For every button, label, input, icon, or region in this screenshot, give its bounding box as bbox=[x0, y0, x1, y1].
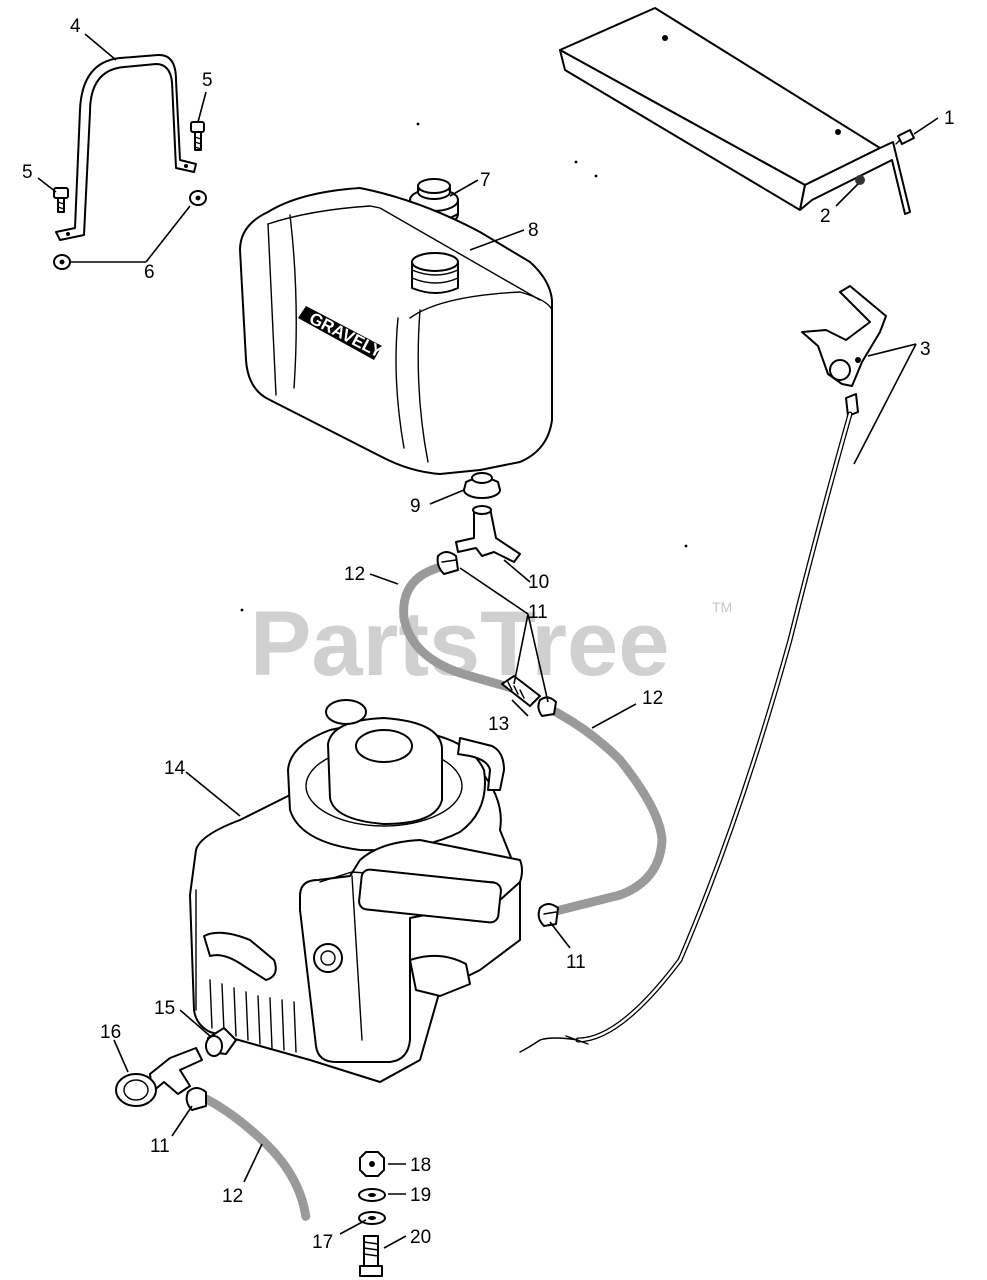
cover-nut[interactable] bbox=[855, 175, 865, 185]
callout-20: 20 bbox=[410, 1227, 431, 1248]
tank-grommet[interactable] bbox=[463, 472, 501, 499]
callout-16: 16 bbox=[100, 1022, 121, 1043]
hose-clamp-valve[interactable] bbox=[185, 1087, 207, 1111]
engine[interactable] bbox=[189, 699, 523, 1083]
callout-12-upper: 12 bbox=[344, 564, 365, 585]
callout-3: 3 bbox=[920, 339, 931, 360]
hex-bolt[interactable] bbox=[359, 1235, 383, 1277]
callout-5-lower: 5 bbox=[22, 162, 33, 183]
fuel-hose-upper[interactable] bbox=[399, 561, 517, 693]
callout-11-valve: 11 bbox=[150, 1136, 170, 1157]
flat-washer[interactable] bbox=[358, 1188, 386, 1202]
callout-12-middle: 12 bbox=[642, 688, 663, 709]
callout-13: 13 bbox=[488, 714, 509, 735]
callout-2: 2 bbox=[820, 206, 831, 227]
cover-screw[interactable] bbox=[895, 129, 915, 145]
bolt-lower[interactable] bbox=[53, 187, 69, 213]
callout-7: 7 bbox=[480, 170, 491, 191]
hex-nut[interactable] bbox=[359, 1151, 385, 1177]
callout-18: 18 bbox=[410, 1155, 431, 1176]
callout-9: 9 bbox=[410, 496, 421, 517]
watermark-text: PartsTree bbox=[250, 593, 669, 695]
hose-clamp-engine[interactable] bbox=[537, 903, 559, 927]
nut-upper[interactable] bbox=[189, 190, 207, 206]
callout-11-upper: 11 bbox=[528, 602, 548, 623]
fuel-tank[interactable]: GRAVELY bbox=[239, 187, 553, 475]
tank-cover-panel[interactable] bbox=[559, 7, 911, 215]
fuel-shutoff-valve[interactable] bbox=[115, 1047, 203, 1107]
callout-8: 8 bbox=[528, 220, 539, 241]
callout-15: 15 bbox=[154, 998, 175, 1019]
callout-11-engine: 11 bbox=[566, 952, 586, 973]
callout-4: 4 bbox=[70, 16, 81, 37]
callout-5-upper: 5 bbox=[202, 70, 213, 91]
inline-fuel-filter[interactable] bbox=[501, 675, 541, 707]
callout-10: 10 bbox=[528, 572, 549, 593]
leader-lines bbox=[37, 33, 939, 1249]
tank-strap-bracket[interactable] bbox=[55, 53, 197, 241]
callout-19: 19 bbox=[410, 1185, 431, 1206]
fuel-hose-middle[interactable] bbox=[547, 705, 667, 917]
engine-fuel-fitting[interactable] bbox=[205, 1027, 237, 1057]
throttle-cable[interactable] bbox=[519, 411, 853, 1053]
watermark-tm: TM bbox=[712, 599, 732, 615]
bolt-upper[interactable] bbox=[190, 121, 205, 151]
callout-6: 6 bbox=[144, 262, 155, 283]
tee-fitting[interactable] bbox=[455, 505, 521, 563]
throttle-control-lever[interactable] bbox=[801, 285, 887, 417]
hose-clamp-tee[interactable] bbox=[436, 551, 459, 575]
fuel-hose-lower[interactable] bbox=[195, 1091, 311, 1223]
callout-12-lower: 12 bbox=[222, 1186, 243, 1207]
callout-14: 14 bbox=[164, 758, 186, 779]
callout-17: 17 bbox=[312, 1232, 333, 1253]
nut-lower[interactable] bbox=[53, 254, 71, 270]
hose-clamp-filter[interactable] bbox=[537, 696, 557, 717]
callout-1: 1 bbox=[944, 108, 955, 129]
stray-dots bbox=[240, 122, 688, 612]
